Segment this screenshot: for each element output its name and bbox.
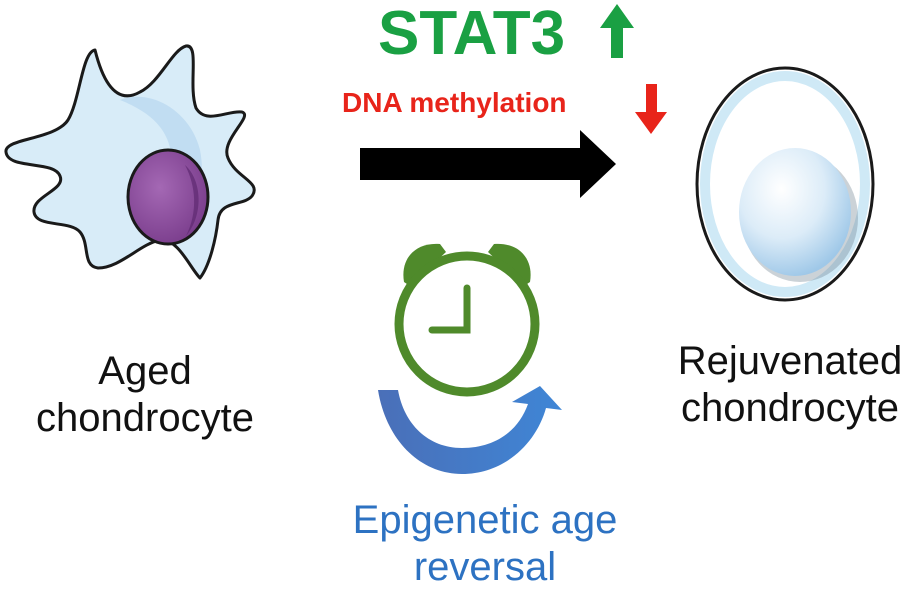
aged-label-line2: chondrocyte	[36, 396, 254, 441]
aged-chondrocyte-label: Aged chondrocyte	[0, 348, 290, 442]
rejuvenated-cell-nucleus	[739, 148, 851, 276]
rejuvenated-label-line2: chondrocyte	[681, 386, 899, 431]
aged-cell-nucleus	[126, 148, 210, 246]
reversal-arrow	[378, 386, 562, 474]
aged-nucleus-shadow	[185, 165, 199, 236]
dna-methylation-text: DNA methylation	[342, 87, 567, 118]
rejuvenated-chondrocyte-label: Rejuvenated chondrocyte	[655, 338, 921, 432]
up-arrow-icon	[600, 4, 634, 58]
down-arrow-icon	[635, 84, 667, 134]
epigenetic-label-line2: reversal	[413, 545, 557, 590]
curved-arrow-icon	[378, 386, 562, 474]
rejuvenated-cell-cytoplasm	[700, 71, 870, 297]
aged-chondrocyte	[4, 44, 256, 280]
rejuvenated-label-line1: Rejuvenated	[677, 339, 903, 383]
clock-hands	[428, 284, 471, 334]
epigenetic-age-reversal-label: Epigenetic age reversal	[300, 497, 670, 591]
aged-cell-cytoplasm	[4, 44, 256, 280]
stat3-text: STAT3	[378, 0, 566, 68]
right-arrow-icon	[360, 130, 616, 198]
alarm-clock-icon	[394, 243, 540, 397]
rejuvenated-chondrocyte	[695, 66, 875, 302]
aged-label-line1: Aged	[98, 349, 192, 393]
epigenetic-label-line1: Epigenetic age	[352, 498, 618, 542]
transition-arrow	[360, 130, 616, 198]
stat3-label: STAT3	[378, 0, 608, 68]
dna-methylation-label: DNA methylation	[342, 86, 642, 120]
